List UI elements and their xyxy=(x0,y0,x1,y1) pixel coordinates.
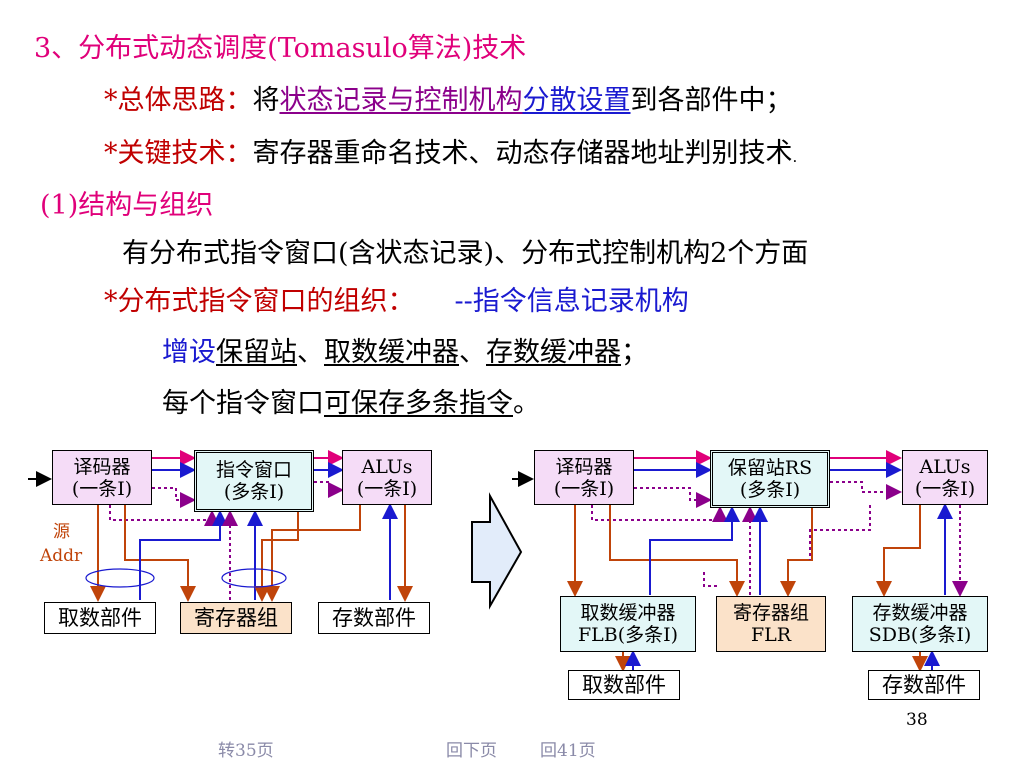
left-decoder-box: 译码器 (一条I) xyxy=(52,450,152,505)
window-org-line: *分布式指令窗口的组织： --指令信息记录机构 xyxy=(104,285,689,319)
right-flb-title: 取数缓冲器 xyxy=(580,602,676,624)
overall-idea-label: *总体思路： xyxy=(104,85,253,116)
window-org-label: *分布式指令窗口的组织： xyxy=(104,286,415,317)
add-sep2: 、 xyxy=(459,337,486,368)
source-label: 源 xyxy=(53,522,70,542)
key-tech-text: 寄存器重命名技术、动态存储器地址判别技术 xyxy=(252,138,793,169)
right-flb-box: 取数缓冲器 FLB(多条I) xyxy=(560,596,696,652)
right-rs-box: 保留站RS (多条I) xyxy=(710,450,830,508)
overall-idea-line: *总体思路：将状态记录与控制机构分散设置到各部件中； xyxy=(104,84,793,118)
left-alus-title: ALUs xyxy=(361,455,413,478)
addr-label: Addr xyxy=(40,546,83,566)
overall-idea-post: 到各部件中； xyxy=(630,85,793,116)
key-tech-dot: . xyxy=(792,148,798,166)
multi-instr-line: 每个指令窗口可保存多条指令。 xyxy=(162,387,540,421)
left-load-unit: 取数部件 xyxy=(44,602,156,634)
nav-goto-35-link[interactable]: 转35页 xyxy=(218,741,274,761)
right-rs-title: 保留站RS xyxy=(727,457,813,479)
left-alus-box: ALUs (一条I) xyxy=(342,450,432,505)
window-org-desc: --指令信息记录机构 xyxy=(454,286,689,317)
right-flr-title: 寄存器组 xyxy=(732,602,809,624)
multi-end: 。 xyxy=(513,388,540,419)
right-alus-title: ALUs xyxy=(919,455,971,478)
overall-idea-pre: 将 xyxy=(252,85,280,116)
add-sep1: 、 xyxy=(297,337,324,368)
aspects-line: 有分布式指令窗口(含状态记录)、分布式控制机构2个方面 xyxy=(122,238,809,269)
page-number: 38 xyxy=(906,710,928,730)
right-load-unit: 取数部件 xyxy=(568,670,680,700)
add-prefix: 增设 xyxy=(162,337,216,368)
left-store-unit: 存数部件 xyxy=(318,602,430,634)
slide-heading: 3、分布式动态调度(Tomasulo算法)技术 xyxy=(34,33,527,64)
right-store-unit: 存数部件 xyxy=(868,670,980,700)
store-buffer-text: 存数缓冲器 xyxy=(486,337,621,368)
right-decoder-title: 译码器 xyxy=(555,455,613,478)
key-tech-label: *关键技术： xyxy=(104,138,253,169)
left-window-title: 指令窗口 xyxy=(215,459,292,481)
distribute-link[interactable]: 分散设置 xyxy=(522,85,631,116)
left-decoder-title: 译码器 xyxy=(73,455,131,478)
right-sdb-title: 存数缓冲器 xyxy=(872,602,968,624)
load-buffer-text: 取数缓冲器 xyxy=(324,337,459,368)
nav-goto-41-link[interactable]: 回41页 xyxy=(540,741,596,761)
right-alus-sub: (一条I) xyxy=(914,477,976,500)
nav-next-page-link[interactable]: 回下页 xyxy=(446,741,497,761)
multi-pre: 每个指令窗口 xyxy=(162,388,324,419)
reservation-station-text: 保留站 xyxy=(216,337,297,368)
right-flr-box: 寄存器组 FLR xyxy=(716,596,826,652)
multi-ul: 可保存多条指令 xyxy=(324,388,513,419)
left-alus-sub: (一条I) xyxy=(356,477,418,500)
right-rs-sub: (多条I) xyxy=(739,479,801,501)
right-decoder-sub: (一条I) xyxy=(553,477,615,500)
left-window-box: 指令窗口 (多条I) xyxy=(194,450,314,512)
right-flb-sub: FLB(多条I) xyxy=(577,624,679,646)
left-decoder-sub: (一条I) xyxy=(71,477,133,500)
right-alus-box: ALUs (一条I) xyxy=(902,450,988,505)
key-tech-line: *关键技术：寄存器重命名技术、动态存储器地址判别技术. xyxy=(104,137,797,174)
left-window-sub: (多条I) xyxy=(223,481,285,503)
right-decoder-box: 译码器 (一条I) xyxy=(534,450,634,505)
add-line: 增设保留站、取数缓冲器、存数缓冲器； xyxy=(162,336,648,370)
right-flr-sub: FLR xyxy=(750,624,792,646)
add-end: ； xyxy=(621,337,648,368)
left-register-file: 寄存器组 xyxy=(180,602,292,634)
right-sdb-box: 存数缓冲器 SDB(多条I) xyxy=(852,596,988,652)
status-control-link[interactable]: 状态记录与控制机构 xyxy=(279,85,523,116)
right-sdb-sub: SDB(多条I) xyxy=(868,624,972,646)
section-title: (1)结构与组织 xyxy=(40,190,214,221)
